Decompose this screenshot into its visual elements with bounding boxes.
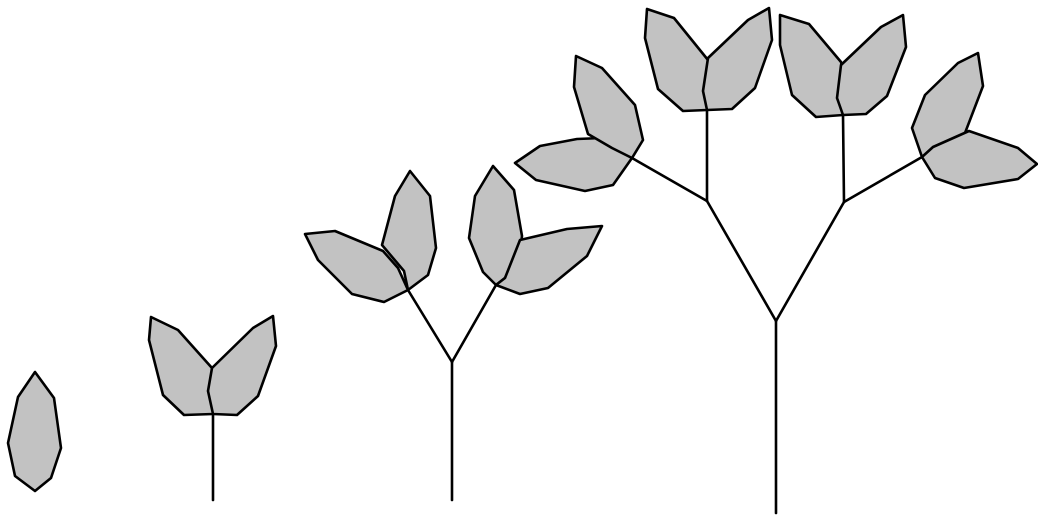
branch <box>707 201 776 321</box>
stage-3-plant <box>305 166 602 500</box>
branch <box>632 158 707 201</box>
stage-2-plant <box>149 316 276 500</box>
branch <box>844 157 922 202</box>
branch <box>843 115 844 202</box>
stage-4-plant <box>515 8 1037 513</box>
leaf <box>703 8 772 110</box>
leaf <box>208 316 276 415</box>
stage-1-plant <box>8 372 61 491</box>
branch <box>452 285 496 362</box>
branch <box>776 202 844 321</box>
leaf <box>8 372 61 491</box>
leaf <box>837 15 906 115</box>
branch <box>408 290 452 362</box>
